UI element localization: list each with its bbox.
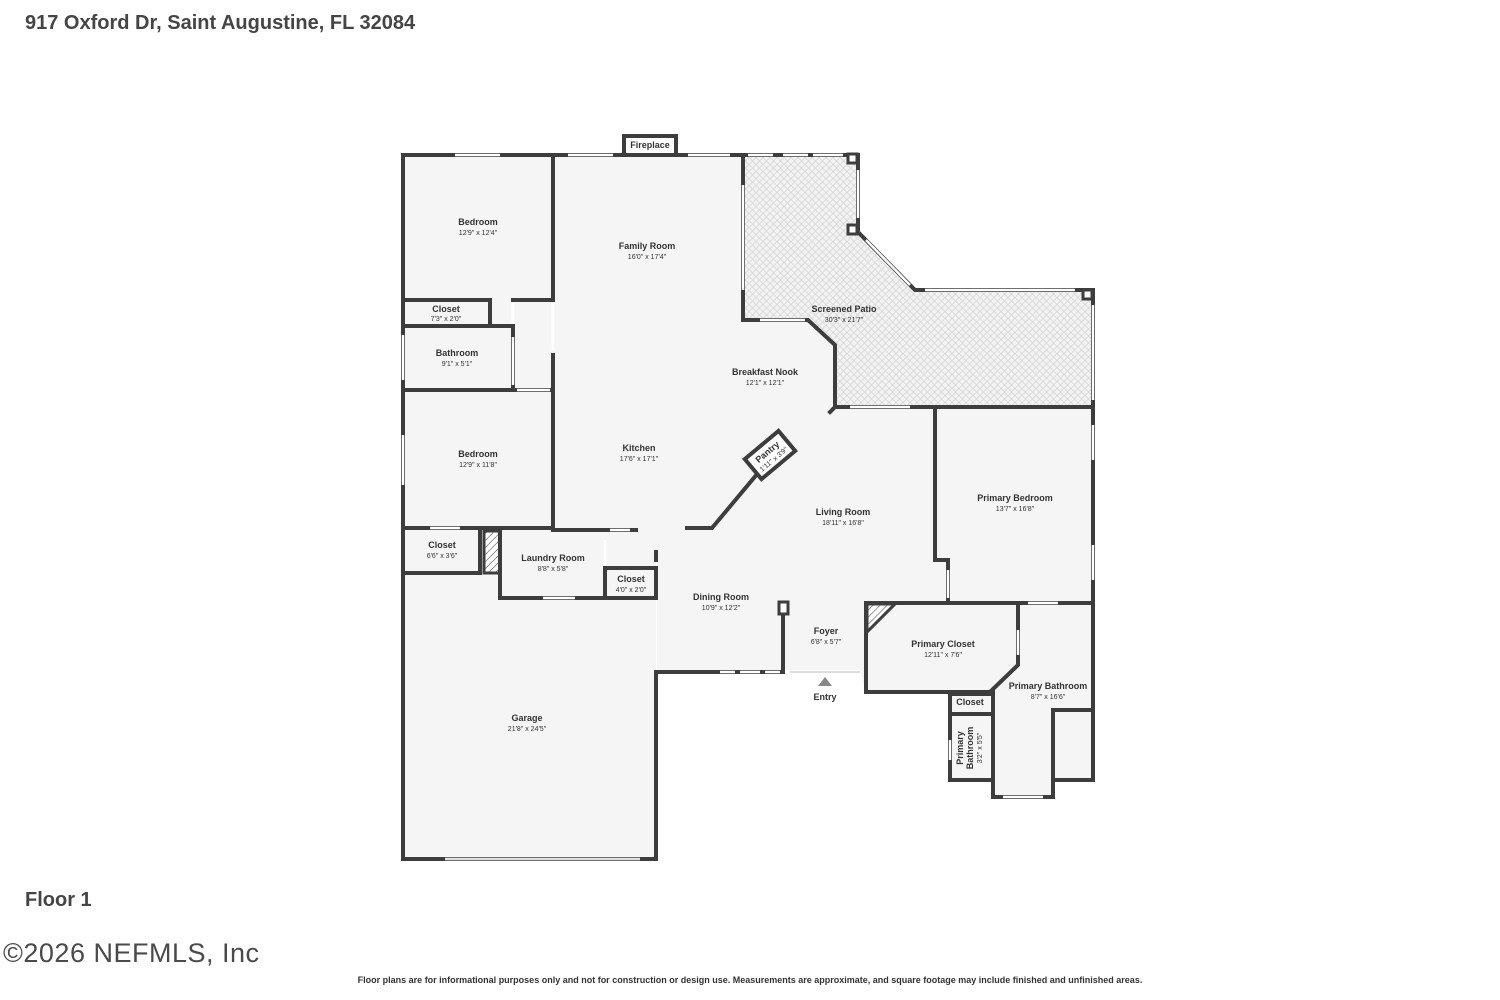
svg-text:Closet: Closet <box>432 304 460 314</box>
svg-text:Closet: Closet <box>956 697 984 707</box>
svg-text:Primary Bathroom: Primary Bathroom <box>1009 681 1088 691</box>
svg-text:7'3" x 2'0": 7'3" x 2'0" <box>431 316 462 323</box>
room-closet-1: Closet 7'3" x 2'0" <box>431 304 462 323</box>
svg-text:Bedroom: Bedroom <box>458 449 498 459</box>
svg-text:Garage: Garage <box>511 713 542 723</box>
svg-text:21'8" x 24'5": 21'8" x 24'5" <box>508 726 547 733</box>
svg-text:9'1" x 5'1": 9'1" x 5'1" <box>442 361 473 368</box>
svg-text:30'3" x 21'7": 30'3" x 21'7" <box>825 317 864 324</box>
room-primary-bathroom: Primary Bathroom 8'7" x 16'6" <box>1009 681 1088 701</box>
room-breakfast-nook: Breakfast Nook 12'1" x 12'1" <box>732 367 799 387</box>
svg-text:Screened Patio: Screened Patio <box>811 304 877 314</box>
copyright-watermark: ©2026 NEFMLS, Inc <box>3 938 260 968</box>
room-bedroom-2: Bedroom 12'9" x 11'8" <box>458 449 498 469</box>
room-garage: Garage 21'8" x 24'5" <box>508 713 547 733</box>
svg-text:Bathroom: Bathroom <box>436 348 479 358</box>
fireplace-label: Fireplace <box>630 140 670 150</box>
windows <box>401 153 1095 861</box>
room-closet-4: Closet <box>956 697 984 707</box>
room-bedroom-1: Bedroom 12'9" x 12'4" <box>458 217 498 237</box>
room-living-room: Living Room 18'11" x 16'8" <box>816 507 871 527</box>
svg-text:Foyer: Foyer <box>814 626 839 636</box>
room-primary-bedroom: Primary Bedroom 13'7" x 16'8" <box>977 493 1053 513</box>
entry-arrow-icon <box>818 677 832 686</box>
svg-text:6'6" x 3'6": 6'6" x 3'6" <box>427 553 458 560</box>
svg-text:6'8" x 5'7": 6'8" x 5'7" <box>811 639 842 646</box>
svg-text:Laundry Room: Laundry Room <box>521 553 585 563</box>
room-dining-room: Dining Room 10'9" x 12'2" <box>693 592 749 612</box>
svg-text:Dining Room: Dining Room <box>693 592 749 602</box>
svg-text:Closet: Closet <box>617 574 645 584</box>
svg-text:4'0" x 2'0": 4'0" x 2'0" <box>616 587 647 594</box>
room-foyer: Foyer 6'8" x 5'7" <box>811 626 842 646</box>
svg-text:Breakfast Nook: Breakfast Nook <box>732 367 799 377</box>
svg-text:Bedroom: Bedroom <box>458 217 498 227</box>
entry-label: Entry <box>813 692 836 702</box>
svg-text:13'7" x 16'8": 13'7" x 16'8" <box>996 506 1035 513</box>
svg-text:8'7" x 16'6": 8'7" x 16'6" <box>1031 694 1066 701</box>
room-primary-closet: Primary Closet 12'11" x 7'6" <box>911 639 975 659</box>
svg-text:Primary Closet: Primary Closet <box>911 639 975 649</box>
room-closet-2: Closet 6'6" x 3'6" <box>427 540 458 560</box>
svg-text:Family Room: Family Room <box>619 241 676 251</box>
svg-text:12'9" x 12'4": 12'9" x 12'4" <box>459 230 498 237</box>
svg-text:Closet: Closet <box>428 540 456 550</box>
svg-text:12'9" x 11'8": 12'9" x 11'8" <box>459 462 497 469</box>
disclaimer-text: Floor plans are for informational purpos… <box>357 975 1143 985</box>
svg-text:12'1" x 12'1": 12'1" x 12'1" <box>746 380 785 387</box>
svg-text:12'11" x 7'6": 12'11" x 7'6" <box>924 652 962 659</box>
room-family-room: Family Room 16'0" x 17'4" <box>619 241 676 261</box>
svg-text:8'8" x 5'8": 8'8" x 5'8" <box>538 566 569 573</box>
floor-label: Floor 1 <box>25 889 92 911</box>
room-bathroom: Bathroom 9'1" x 5'1" <box>436 348 479 368</box>
room-closet-3: Closet 4'0" x 2'0" <box>616 574 647 594</box>
svg-text:18'11" x 16'8": 18'11" x 16'8" <box>822 520 864 527</box>
room-laundry-room: Laundry Room 8'8" x 5'8" <box>521 553 585 573</box>
room-screened-patio: Screened Patio 30'3" x 21'7" <box>811 304 877 324</box>
svg-text:Kitchen: Kitchen <box>622 443 655 453</box>
svg-text:Primary: Primary <box>955 731 965 765</box>
svg-text:16'0" x 17'4": 16'0" x 17'4" <box>628 254 667 261</box>
svg-text:10'9" x 12'2": 10'9" x 12'2" <box>702 605 741 612</box>
svg-text:Living Room: Living Room <box>816 507 871 517</box>
svg-text:Primary Bedroom: Primary Bedroom <box>977 493 1053 503</box>
svg-text:17'6" x 17'1": 17'6" x 17'1" <box>620 456 659 463</box>
svg-text:Bathroom: Bathroom <box>965 727 975 770</box>
floor-fills <box>403 155 1093 859</box>
property-address: 917 Oxford Dr, Saint Augustine, FL 32084 <box>25 12 416 34</box>
room-primary-bathroom-2: Primary Bathroom 3'2" x 5'5" <box>955 727 984 770</box>
room-kitchen: Kitchen 17'6" x 17'1" <box>620 443 659 463</box>
svg-text:3'2" x 5'5": 3'2" x 5'5" <box>977 732 984 763</box>
